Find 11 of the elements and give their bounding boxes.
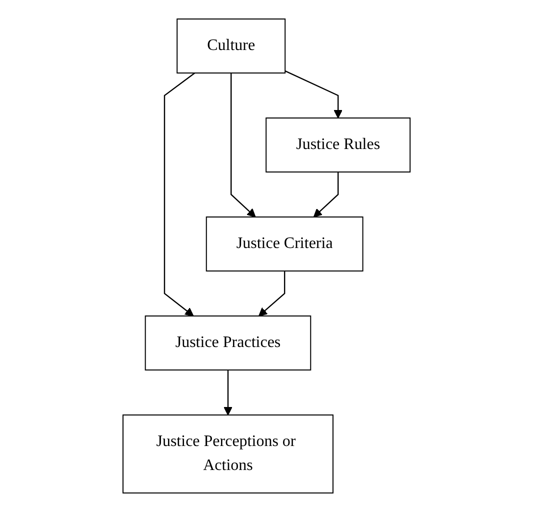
arrow: [224, 370, 233, 415]
arrow: [164, 72, 196, 316]
node-box: Culture: [177, 18, 286, 73]
node-box: Justice Practices: [145, 315, 312, 370]
arrow: [314, 172, 340, 217]
node-box: Justice Rules: [266, 117, 412, 172]
arrow: [230, 72, 256, 217]
arrow: [258, 270, 286, 316]
node-box: Justice Criteria: [206, 216, 364, 271]
arrow: [285, 70, 343, 118]
node-box: Justice Perceptions or Actions: [122, 414, 334, 493]
